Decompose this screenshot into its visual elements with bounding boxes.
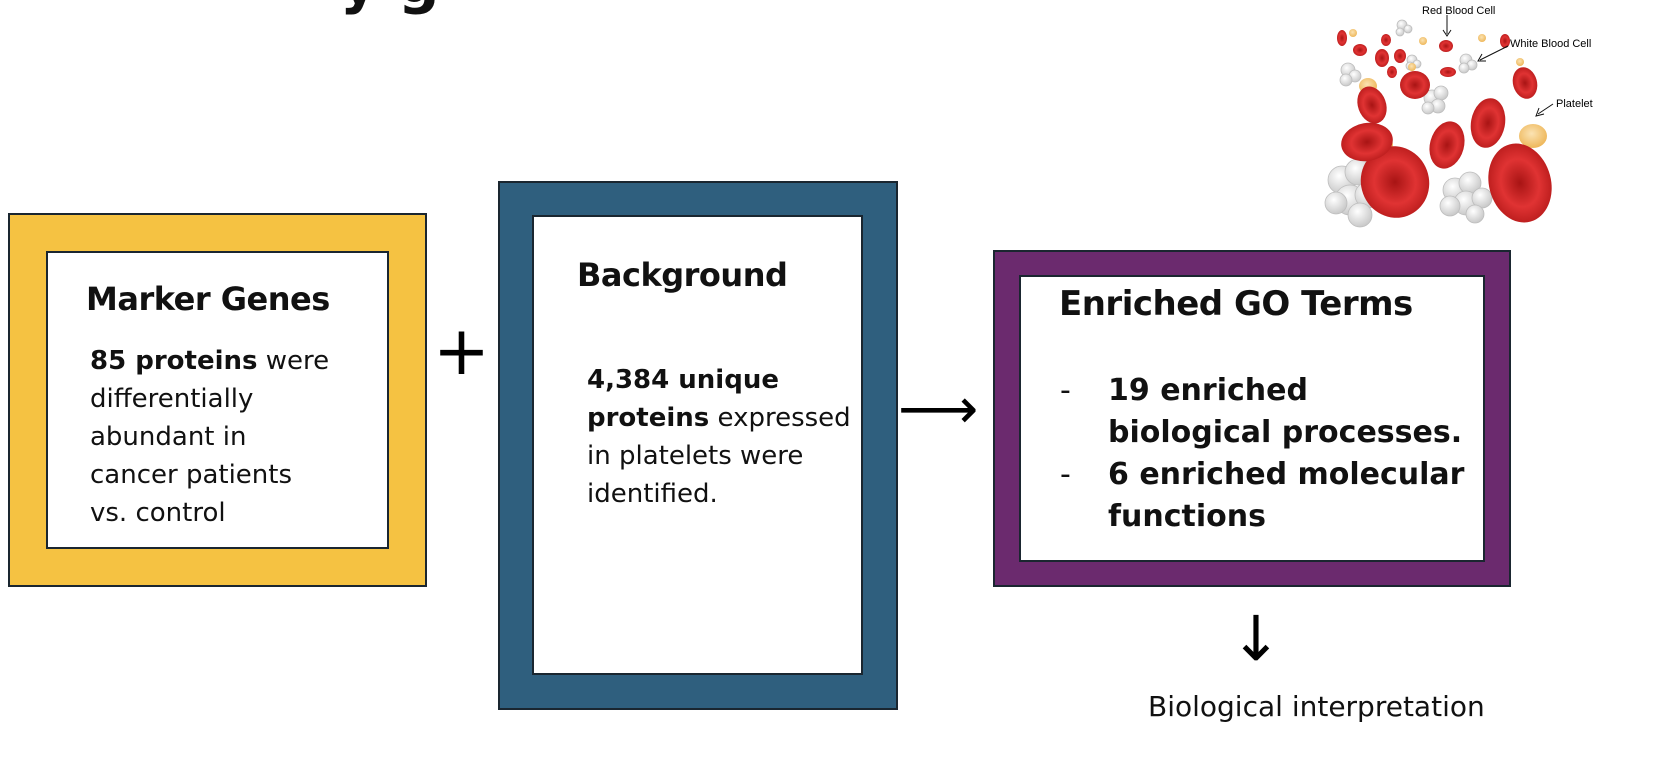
interpretation-label: Biological interpretation: [1148, 690, 1485, 723]
red-blood-cell-label: Red Blood Cell: [1422, 5, 1495, 17]
go-term-line: biological processes.: [1108, 415, 1463, 450]
red-blood-cell: [1337, 30, 1552, 223]
text-line: identified.: [587, 475, 851, 513]
text-line: in platelets were: [587, 437, 851, 475]
go-term-line: 19 enriched: [1108, 373, 1308, 408]
body-text: were: [257, 346, 330, 376]
white-blood-cell: [1339, 62, 1362, 87]
background-title: Background: [577, 256, 788, 294]
background-text: 4,384 unique proteins expressed in platele…: [587, 361, 851, 513]
text-line: differentially: [90, 380, 329, 418]
white-blood-cell-label: White Blood Cell: [1510, 38, 1591, 50]
text-line: 85 proteins were: [90, 342, 329, 380]
text-line: vs. control: [90, 494, 329, 532]
go-terms-list: - 19 enriched biological processes. - 6 …: [1060, 370, 1464, 538]
list-dash: -: [1060, 373, 1071, 408]
figure-arrows: [1442, 15, 1554, 117]
title-fragment: y g: [340, 0, 440, 16]
text-line: cancer patients: [90, 456, 329, 494]
arrow-right-icon: ⟶: [898, 377, 979, 442]
bold-text: 85 proteins: [90, 346, 258, 376]
text-line: abundant in: [90, 418, 329, 456]
plus-sign: +: [433, 312, 490, 391]
body-text: abundant in: [90, 422, 247, 452]
go-term-line: functions: [1108, 499, 1266, 534]
white-blood-cell: [1458, 53, 1478, 74]
body-text: vs. control: [90, 498, 226, 528]
go-term-item: - 19 enriched biological processes.: [1060, 370, 1464, 454]
body-text: identified.: [587, 479, 718, 509]
list-dash: -: [1060, 457, 1071, 492]
background-panel: [532, 215, 863, 675]
body-text: in platelets were: [587, 441, 804, 471]
go-terms-title: Enriched GO Terms: [1059, 284, 1413, 324]
white-blood-cell: [1421, 85, 1449, 115]
white-blood-cell: [1395, 19, 1413, 37]
bold-text: proteins: [587, 403, 710, 433]
go-term-line: 6 enriched molecular: [1108, 457, 1465, 492]
white-blood-cell: [1439, 171, 1493, 224]
body-text: cancer patients: [90, 460, 293, 490]
text-line: 4,384 unique: [587, 361, 851, 399]
arrow-down-icon: ↓: [1230, 602, 1282, 675]
marker-genes-panel: [46, 251, 389, 549]
marker-genes-title: Marker Genes: [86, 280, 330, 318]
go-term-item: - 6 enriched molecular functions: [1060, 454, 1464, 538]
body-text: differentially: [90, 384, 254, 414]
go-terms-panel: [1019, 275, 1485, 562]
bold-text: 4,384 unique: [587, 365, 779, 395]
platelet-label: Platelet: [1556, 98, 1593, 110]
text-line: proteins expressed: [587, 399, 851, 437]
blood-cells-figure: Red Blood Cell White Blood Cell Platelet: [1324, 5, 1593, 228]
body-text: expressed: [709, 403, 851, 433]
